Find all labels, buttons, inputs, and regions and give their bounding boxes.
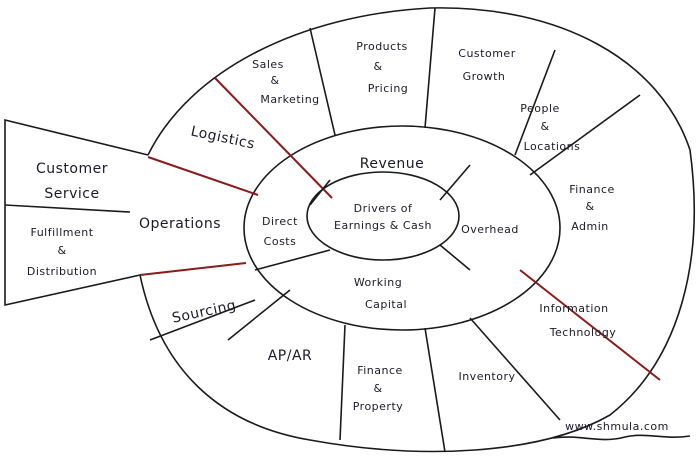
side-box xyxy=(4,118,149,306)
it-label-2: Technology xyxy=(549,326,617,339)
fulfillment-label-3: Distribution xyxy=(27,265,97,278)
sales-label-3: Marketing xyxy=(260,93,319,106)
finance-admin-label-2: & xyxy=(585,200,594,213)
operations-label: Operations xyxy=(139,216,221,232)
customer-service-label-1: Customer xyxy=(36,161,108,177)
ap-ar-label: AP/AR xyxy=(268,348,313,364)
sales-label-2: & xyxy=(270,74,279,87)
products-label-1: Products xyxy=(356,40,408,53)
finance-admin-label-3: Admin xyxy=(571,220,609,233)
url-underline xyxy=(552,434,691,441)
red-divider-ops-top xyxy=(147,156,259,196)
radial-dividers xyxy=(149,7,641,453)
direct-costs-label-2: Costs xyxy=(264,235,297,248)
website-url: www.shmula.com xyxy=(565,420,669,433)
finance-property-label-1: Finance xyxy=(357,364,403,377)
working-capital-label-1: Working xyxy=(354,276,402,289)
customer-service-label-2: Service xyxy=(44,186,99,202)
customer-growth-label-2: Growth xyxy=(463,70,506,83)
revenue-label: Revenue xyxy=(360,156,424,172)
red-divider-logistics xyxy=(214,77,333,199)
logistics-label: Logistics xyxy=(189,123,256,152)
fulfillment-label-2: & xyxy=(57,244,66,257)
outer-boundary xyxy=(139,7,695,453)
people-label-3: Locations xyxy=(524,140,581,153)
finance-admin-label-1: Finance xyxy=(569,183,615,196)
center-ellipse xyxy=(306,171,460,261)
side-box-divider xyxy=(4,204,131,213)
sales-label-1: Sales xyxy=(252,58,284,71)
finance-property-label-2: & xyxy=(373,382,382,395)
finance-property-label-3: Property xyxy=(353,400,404,413)
products-label-2: & xyxy=(373,60,382,73)
center-title-line1: Drivers of xyxy=(354,202,413,215)
red-divider-ops-bottom xyxy=(139,262,247,276)
inventory-label: Inventory xyxy=(458,370,515,383)
center-title-line2: Earnings & Cash xyxy=(334,219,432,232)
red-divider-it xyxy=(519,269,661,381)
working-capital-label-2: Capital xyxy=(365,298,407,311)
people-label-1: People xyxy=(520,102,560,115)
products-label-3: Pricing xyxy=(368,82,409,95)
customer-growth-label-1: Customer xyxy=(458,47,515,60)
it-label-1: Information xyxy=(539,302,608,315)
people-label-2: & xyxy=(540,120,549,133)
fulfillment-label-1: Fulfillment xyxy=(30,226,93,239)
direct-costs-label-1: Direct xyxy=(262,215,298,228)
middle-ring xyxy=(243,125,561,331)
sourcing-label: Sourcing xyxy=(171,297,238,326)
overhead-label: Overhead xyxy=(461,223,519,236)
